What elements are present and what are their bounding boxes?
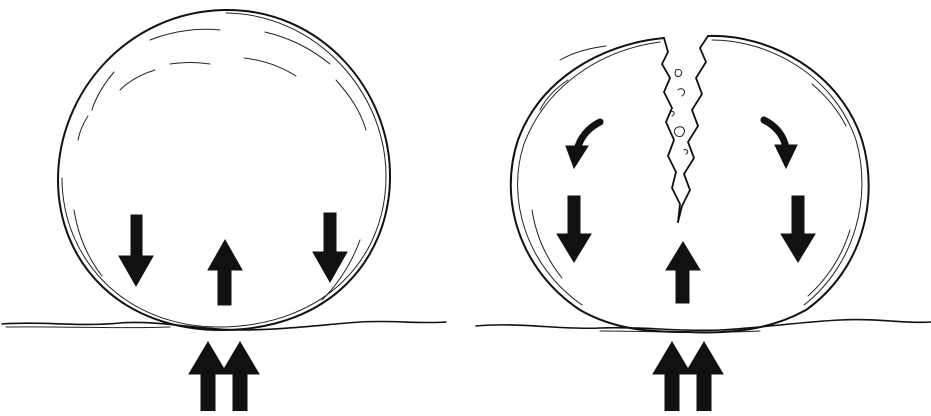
down-arrow-left-1 — [119, 215, 153, 286]
sphere-cracked-left-sketch — [518, 42, 660, 305]
ground-up-arrow-left-2 — [221, 342, 259, 411]
curved-arrow-right-body — [764, 120, 786, 148]
curved-arrow-right-head — [775, 145, 797, 168]
ground-line-left-shadow — [6, 327, 170, 328]
down-arrow-left-2 — [313, 213, 347, 282]
curved-arrow-left-head — [566, 146, 588, 168]
sphere-cracked-left-half — [511, 38, 688, 332]
ground-line-left — [2, 321, 446, 330]
up-arrow-right-center — [666, 242, 700, 303]
ground-up-arrow-left-1 — [189, 342, 227, 411]
sphere-cracked-right-half — [688, 36, 869, 333]
ground-up-arrow-right-1 — [653, 342, 691, 411]
crack-left-edge — [662, 38, 680, 222]
panel-cracked — [476, 36, 931, 411]
down-arrow-right-2 — [781, 196, 815, 262]
panel-intact — [2, 10, 446, 411]
ground-line-right — [476, 320, 931, 331]
sphere-cracked-right-sketch — [712, 40, 862, 305]
crack-right-edge — [678, 36, 708, 222]
down-arrow-right-1 — [557, 196, 591, 262]
ground-up-arrow-right-2 — [685, 342, 723, 411]
up-arrow-left-center — [208, 240, 242, 305]
